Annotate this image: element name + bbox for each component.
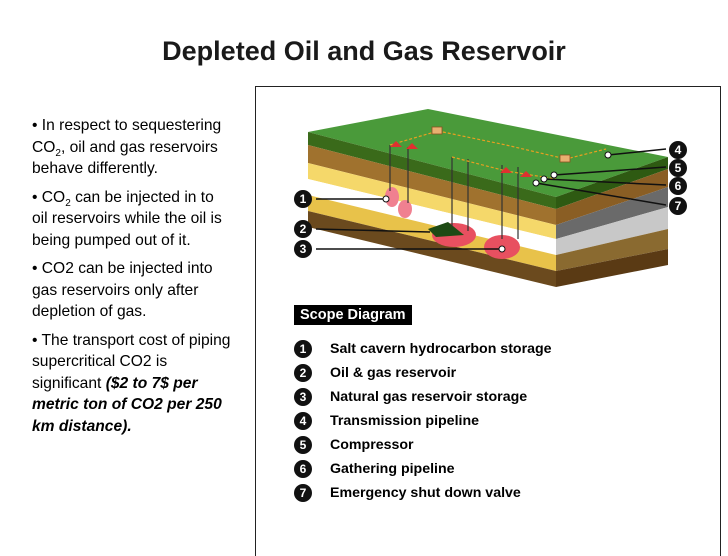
bullet-3: • CO2 can be injected into gas reservoir…	[32, 260, 213, 320]
legend-label: Transmission pipeline	[330, 413, 480, 429]
callout-7: 7	[669, 197, 687, 215]
legend-label: Emergency shut down valve	[330, 485, 521, 501]
legend-number: 2	[294, 364, 312, 382]
scope-diagram-title: Scope Diagram	[294, 305, 412, 325]
legend-label: Gathering pipeline	[330, 461, 455, 477]
surface-top	[308, 109, 668, 197]
geology-cross-section	[308, 109, 668, 287]
legend-item: 4 Transmission pipeline	[294, 409, 552, 433]
legend-label: Natural gas reservoir storage	[330, 389, 528, 405]
legend-list: 1 Salt cavern hydrocarbon storage 2 Oil & …	[294, 337, 552, 505]
legend-item: 1 Salt cavern hydrocarbon storage	[294, 337, 552, 361]
legend-number: 6	[294, 460, 312, 478]
legend-item: 2 Oil & gas reservoir	[294, 361, 552, 385]
legend-label: Oil & gas reservoir	[330, 365, 457, 381]
layer-white	[308, 179, 556, 255]
layer-topsoil	[308, 132, 556, 209]
callout-4: 4	[669, 141, 687, 159]
legend-label: Compressor	[330, 437, 414, 453]
bullet-4: • The transport cost of piping supercrit…	[32, 331, 231, 435]
side-sand	[556, 229, 668, 271]
salt-cavern-2	[398, 200, 412, 218]
slide-title: Depleted Oil and Gas Reservoir	[162, 36, 566, 66]
legend-number: 3	[294, 388, 312, 406]
callout-6: 6	[669, 177, 687, 195]
salt-cavern-1	[385, 187, 399, 207]
bullet-2: • CO2 can be injected in to oil reservoi…	[32, 188, 222, 249]
legend-label: Salt cavern hydrocarbon storage	[330, 341, 552, 357]
callout-1: 1	[294, 190, 312, 208]
layer-yellow	[308, 163, 556, 239]
callout-5: 5	[669, 159, 687, 177]
legend-number: 5	[294, 436, 312, 454]
bullet-list: • In respect to sequestering CO2, oil an…	[32, 115, 232, 444]
oil-reservoir	[428, 222, 464, 237]
callout-2: 2	[294, 220, 312, 238]
layer-brown	[308, 145, 556, 225]
legend-item: 6 Gathering pipeline	[294, 457, 552, 481]
side-light	[556, 207, 668, 255]
legend-number: 4	[294, 412, 312, 430]
legend-number: 1	[294, 340, 312, 358]
legend-item: 5 Compressor	[294, 433, 552, 457]
bullet-1: • In respect to sequestering CO2, oil an…	[32, 117, 222, 177]
legend-item: 7 Emergency shut down valve	[294, 481, 552, 505]
callout-3: 3	[294, 240, 312, 258]
side-deep	[556, 249, 668, 287]
legend-number: 7	[294, 484, 312, 502]
legend-item: 3 Natural gas reservoir storage	[294, 385, 552, 409]
